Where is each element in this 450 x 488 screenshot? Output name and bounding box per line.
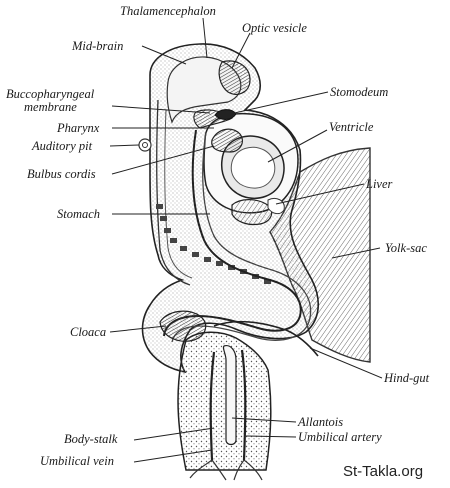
optic-vesicle-shape	[218, 60, 251, 95]
label-cloaca: Cloaca	[70, 325, 107, 339]
label-yolk-sac: Yolk-sac	[385, 241, 427, 255]
allantois-shape	[222, 345, 237, 446]
label-ventricle: Ventricle	[329, 120, 374, 134]
label-umbilical-artery: Umbilical artery	[298, 430, 382, 444]
label-stomach: Stomach	[57, 207, 101, 221]
label-buccopharyngeal-line2: membrane	[24, 100, 77, 114]
stomodeum-shape	[214, 109, 237, 120]
umbilical-artery-shape	[240, 349, 247, 461]
cloaca-shape	[159, 310, 207, 342]
bulbus-cordis-shape	[211, 128, 243, 153]
auditory-pit-shape	[138, 138, 152, 152]
vessel-branches	[189, 459, 263, 481]
auditory-pit-inner	[142, 142, 148, 148]
watermark: St-Takla.org	[343, 463, 424, 480]
neural-tube-inner	[164, 109, 193, 279]
label-liver: Liver	[366, 177, 393, 191]
hind-gut-shape	[213, 320, 319, 357]
label-hind-gut: Hind-gut	[384, 371, 430, 385]
label-umbilical-vein: Umbilical vein	[40, 454, 114, 468]
label-allantois: Allantois	[298, 415, 344, 429]
neural-tube	[156, 99, 191, 286]
label-auditory-pit: Auditory pit	[32, 139, 93, 153]
label-buccopharyngeal-line1: Buccopharyngeal	[6, 87, 95, 101]
ventricle-lumen	[230, 146, 276, 189]
label-optic-vesicle: Optic vesicle	[242, 21, 307, 35]
label-bulbus-cordis: Bulbus cordis	[27, 167, 96, 181]
liver-shape	[231, 199, 273, 226]
label-stomodeum: Stomodeum	[330, 85, 389, 99]
leader-lines	[109, 17, 383, 463]
label-body-stalk: Body-stalk	[64, 432, 118, 446]
liver-bud	[267, 197, 285, 215]
umbilical-vein-shape	[209, 351, 216, 461]
label-pharynx: Pharynx	[57, 121, 100, 135]
label-mid-brain: Mid-brain	[72, 39, 124, 53]
label-thalamencephalon: Thalamencephalon	[120, 4, 216, 18]
